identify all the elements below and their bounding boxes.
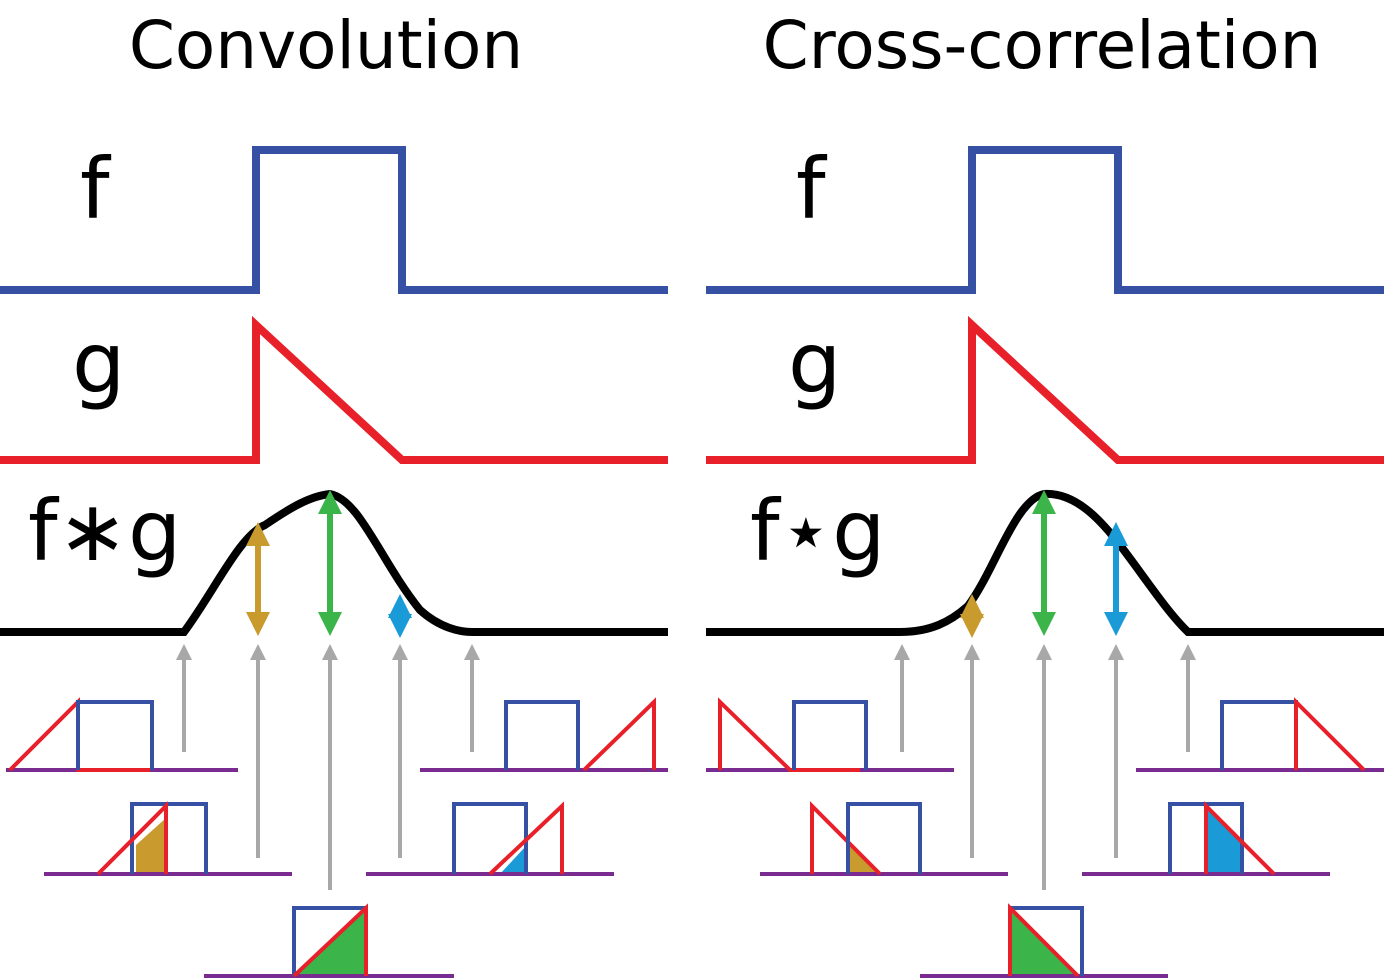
convolution-result-label: f∗g [28, 482, 181, 580]
cross-correlation-snapshot-3 [920, 903, 1168, 978]
convolution-f-label: f [80, 140, 112, 238]
cross-correlation-g-label: g [788, 314, 841, 412]
convolution-snapshot-5 [420, 697, 668, 772]
cross-correlation-f-signal [706, 146, 1384, 294]
cross-correlation-snapshot-5 [1136, 697, 1384, 772]
convolution-snapshot-1 [6, 697, 238, 772]
cross-correlation-snapshot-4 [1082, 801, 1330, 876]
cross-correlation-title: Cross-correlation [763, 7, 1322, 84]
convolution-snapshot-4 [366, 801, 614, 876]
convolution-title: Convolution [129, 7, 523, 84]
convolution-snapshot-2 [44, 801, 292, 876]
convolution-panel: Convolution f g f∗g [0, 7, 668, 978]
convolution-g-signal [0, 315, 668, 464]
convolution-f-signal [0, 146, 668, 294]
convolution-snapshot-3 [204, 903, 454, 978]
cross-correlation-snapshot-1 [706, 697, 954, 772]
cross-correlation-result-label: f⋆g [750, 482, 885, 580]
convolution-g-label: g [72, 314, 125, 412]
cross-correlation-snapshot-2 [760, 801, 1008, 876]
cross-correlation-panel: Cross-correlation f g f⋆g [706, 7, 1384, 978]
cross-correlation-g-signal [706, 315, 1384, 464]
cross-correlation-f-label: f [796, 140, 828, 238]
